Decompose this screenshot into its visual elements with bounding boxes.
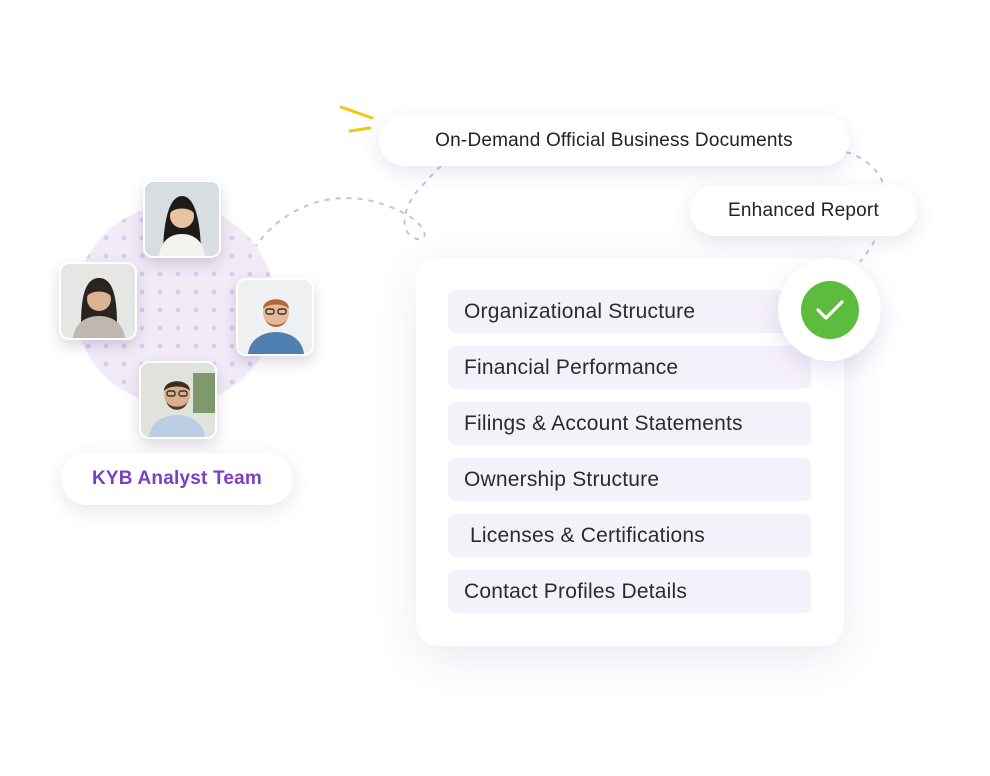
man-avatar-icon: [238, 280, 312, 354]
team-label-pill: KYB Analyst Team: [61, 453, 293, 505]
report-item-filings-statements: Filings & Account Statements: [448, 402, 811, 445]
dashed-connector-left: [247, 161, 447, 259]
woman-avatar-icon: [145, 182, 219, 256]
documents-badge-label: On-Demand Official Business Documents: [435, 129, 793, 151]
report-item-financial-performance: Financial Performance: [448, 346, 811, 389]
report-item-contact-profiles: Contact Profiles Details: [448, 570, 811, 613]
man-avatar-icon: [141, 363, 215, 437]
analyst-avatar-2: [59, 262, 137, 340]
documents-badge: On-Demand Official Business Documents: [379, 115, 849, 166]
check-circle: [800, 280, 859, 339]
sparkle-accent-icon: [339, 105, 374, 133]
analyst-avatar-4: [139, 361, 217, 439]
report-item-licenses-certifications: Licenses & Certifications: [448, 514, 811, 557]
team-label: KYB Analyst Team: [91, 468, 263, 489]
report-item-ownership-structure: Ownership Structure: [448, 458, 811, 501]
analyst-avatar-1: [143, 180, 221, 258]
report-badge: Enhanced Report: [690, 185, 917, 236]
check-icon: [815, 299, 844, 320]
verified-badge: [778, 258, 881, 361]
report-badge-label: Enhanced Report: [728, 199, 879, 221]
report-card: Organizational Structure Financial Perfo…: [416, 258, 844, 646]
report-item-organizational-structure: Organizational Structure: [448, 290, 811, 333]
woman-avatar-icon: [61, 264, 135, 338]
analyst-avatar-3: [236, 278, 314, 356]
